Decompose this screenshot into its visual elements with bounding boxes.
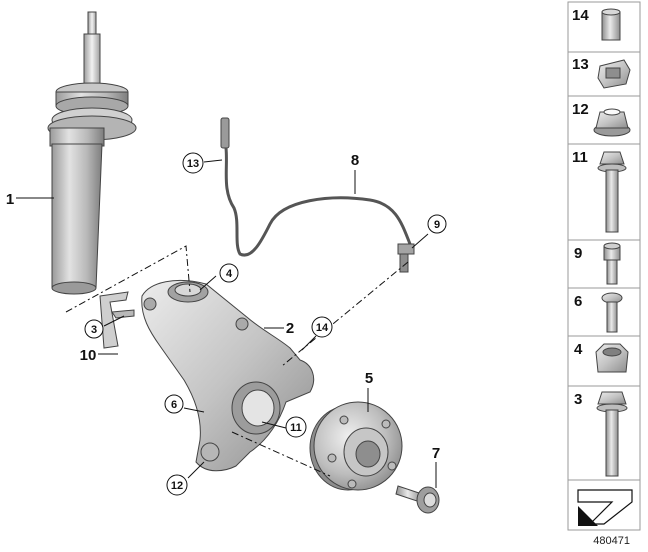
parts-sidebar: 14 13 12 11 9 6 4 3: [567, 1, 641, 531]
callout-8: 8: [351, 152, 359, 169]
collar-nut-icon: [593, 108, 631, 137]
callout-5: 5: [365, 370, 373, 387]
callout-3: 3: [84, 319, 104, 339]
torx-screw-icon: [601, 292, 623, 333]
svg-text:3: 3: [91, 324, 97, 336]
callout-6: 6: [164, 394, 184, 414]
callout-12: 12: [166, 474, 188, 496]
clip-icon: [597, 59, 631, 89]
socket-screw-icon: [603, 242, 621, 285]
axle-bolt: [395, 485, 440, 514]
sidebar-cell-11: [567, 143, 641, 241]
bushing-icon: [601, 8, 621, 41]
callout-9: 9: [427, 214, 447, 234]
svg-text:4: 4: [226, 268, 233, 280]
hex-nut-icon: [595, 343, 629, 373]
direction-arrow-icon: [577, 489, 633, 526]
wheel-hub: [309, 401, 403, 491]
sidebar-num-9: 9: [574, 245, 582, 262]
callout-13: 13: [182, 152, 204, 174]
svg-text:14: 14: [316, 322, 329, 334]
strut-assembly: [47, 11, 137, 295]
sidebar-num-12: 12: [572, 101, 589, 118]
callout-11: 11: [285, 416, 307, 438]
sidebar-num-6: 6: [574, 293, 582, 310]
svg-text:9: 9: [434, 219, 440, 231]
callout-10: 10: [80, 347, 97, 364]
sidebar-num-11: 11: [572, 149, 588, 166]
assembly-line-strut: [65, 245, 191, 313]
long-bolt-icon: [596, 391, 628, 477]
callout-2: 2: [286, 320, 294, 337]
sidebar-num-13: 13: [572, 56, 589, 73]
sidebar-num-3: 3: [574, 391, 582, 408]
assembly-line-hub: [231, 431, 331, 477]
steering-knuckle: [141, 279, 315, 472]
reference-number: 480471: [593, 535, 630, 547]
callout-1: 1: [6, 191, 14, 208]
svg-text:11: 11: [290, 422, 302, 434]
sidebar-num-14: 14: [572, 7, 589, 24]
svg-text:6: 6: [171, 399, 177, 411]
wheel-speed-bracket: [99, 291, 135, 349]
hex-bolt-icon: [597, 151, 627, 233]
assembly-line-sensor: [281, 261, 409, 367]
callout-7: 7: [432, 445, 440, 462]
callout-4: 4: [219, 263, 239, 283]
svg-text:13: 13: [187, 158, 199, 170]
callout-14: 14: [311, 316, 333, 338]
speed-sensor-cable: [220, 117, 415, 273]
svg-text:12: 12: [171, 480, 183, 492]
leader-lines: [16, 159, 437, 488]
sidebar-num-4: 4: [574, 341, 583, 358]
